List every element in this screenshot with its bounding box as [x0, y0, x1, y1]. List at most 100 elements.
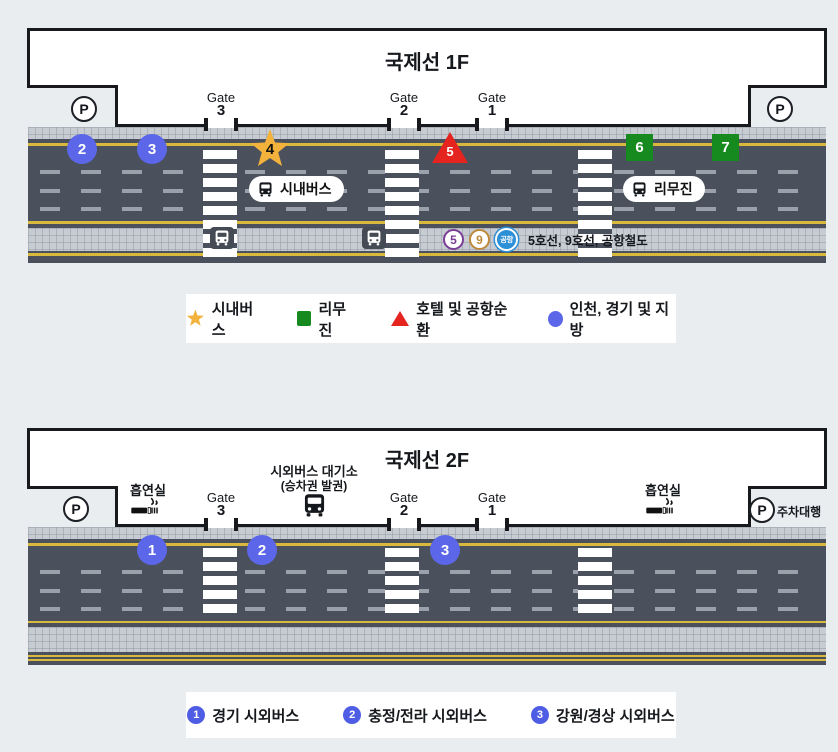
lane-line: [28, 620, 826, 623]
stop-marker-7: 7: [712, 134, 739, 161]
crosswalk: [385, 548, 419, 614]
crosswalk: [385, 150, 419, 259]
lane-dashes: [40, 607, 814, 611]
valet-label: 주차대행: [777, 505, 822, 519]
bus-stop-icon: [210, 227, 234, 249]
city-bus-label: 시내버스: [280, 181, 332, 197]
gate2-opening: [391, 522, 417, 528]
gate1-label: Gate: [477, 90, 507, 105]
legend-item-limousine: 리무진: [297, 298, 357, 340]
subway-line9-badge: 9: [469, 229, 490, 250]
gate-tick: [417, 518, 421, 531]
subway-info: 5 9 공항 5호선, 9호선, 공항철도: [443, 228, 648, 251]
lane-dashes: [40, 170, 814, 174]
bus-icon: [304, 494, 325, 517]
gate2-label: Gate: [389, 490, 419, 505]
legend-item-chungjeong-jeolla: 2 충정/전라 시외버스: [343, 705, 487, 726]
parking-valet-icon: P: [749, 497, 775, 523]
gate-tick: [505, 518, 509, 531]
stop-marker-1: 1: [137, 535, 167, 565]
legend-item-hotel: 호텔 및 공항순환: [391, 298, 513, 340]
subway-line5-badge: 5: [443, 229, 464, 250]
star-icon: [250, 129, 290, 167]
gate-tick: [234, 518, 238, 531]
gate1-number: 1: [487, 502, 497, 519]
gate1-opening: [479, 122, 505, 128]
bus-stop-icon: [362, 227, 386, 249]
parking-icon: P: [767, 96, 793, 122]
number-1-icon: 1: [187, 706, 206, 724]
gate2-number: 2: [399, 102, 409, 119]
subway-lines-label: 5호선, 9호선, 공항철도: [528, 234, 648, 248]
gate-tick: [475, 518, 479, 531]
lane-line: [28, 143, 826, 146]
stop-marker-2: 2: [247, 535, 277, 565]
gate3-opening: [208, 122, 234, 128]
gate3-label: Gate: [206, 90, 236, 105]
floor1-title: 국제선 1F: [384, 52, 470, 74]
intercity-waiting-sublabel: (승차권 발권): [280, 479, 348, 493]
gate1-opening: [479, 522, 505, 528]
green-square-icon: [297, 311, 312, 326]
bus-icon: [259, 181, 272, 196]
limousine-label: 리무진: [654, 181, 693, 197]
gate2-label: Gate: [389, 90, 419, 105]
gate3-number: 3: [216, 502, 226, 519]
gate-tick: [204, 518, 208, 531]
number-3-icon: 3: [530, 706, 549, 724]
stop-marker-5: 5: [432, 132, 468, 163]
star-icon: [186, 309, 204, 326]
gate1-number: 1: [487, 102, 497, 119]
gate3-number: 3: [216, 102, 226, 119]
gate-tick: [204, 118, 208, 131]
bus-icon: [215, 230, 229, 246]
stop-marker-3: 3: [137, 134, 167, 164]
limousine-stop-pill: 리무진: [623, 176, 705, 202]
bus-icon: [367, 230, 381, 246]
sidewalk-2f: [28, 527, 826, 539]
cigarette-icon: [646, 497, 673, 514]
smoking-room-label: 흡연실: [645, 483, 681, 498]
legend-item-city-bus: 시내버스: [186, 298, 263, 340]
floor2-title: 국제선 2F: [384, 450, 470, 472]
gate-tick: [387, 118, 391, 131]
gate2-number: 2: [399, 502, 409, 519]
legend-item-incheon: 인천, 경기 및 지방: [547, 298, 676, 340]
gate-tick: [417, 118, 421, 131]
gate-tick: [505, 118, 509, 131]
lane-line: [28, 543, 826, 546]
number-2-icon: 2: [343, 706, 362, 724]
subway-arex-badge: 공항: [495, 228, 518, 251]
lane-line: [28, 221, 826, 224]
lane-dashes: [40, 589, 814, 593]
triangle-icon: [432, 132, 468, 163]
crosswalk: [203, 548, 237, 614]
legend-2f: 1 경기 시외버스 2 충정/전라 시외버스 3 강원/경상 시외버스: [186, 692, 676, 738]
lane-line: [28, 658, 826, 661]
city-bus-stop-pill: 시내버스: [249, 176, 344, 202]
lane-line: [28, 655, 826, 657]
gate-tick: [387, 518, 391, 531]
legend-item-gyeonggi: 1 경기 시외버스: [187, 705, 299, 726]
gate-tick: [475, 118, 479, 131]
crosswalk: [578, 548, 612, 614]
median-platform-1f: [28, 228, 826, 251]
crosswalk: [578, 150, 612, 259]
stop-marker-4: 4: [248, 129, 292, 170]
blue-circle-icon: [547, 310, 563, 327]
parking-icon: P: [63, 496, 89, 522]
stop-marker-6: 6: [626, 134, 653, 161]
gate3-label: Gate: [206, 490, 236, 505]
bus-icon: [633, 181, 646, 196]
median-strip-2f: [28, 627, 826, 652]
lane-dashes: [40, 207, 814, 211]
cigarette-icon: [131, 497, 158, 514]
lane-dashes: [40, 570, 814, 574]
lane-dashes: [40, 189, 814, 193]
gate3-opening: [208, 522, 234, 528]
stop-marker-2: 2: [67, 134, 97, 164]
legend-item-gangwon-gyeongsang: 3 강원/경상 시외버스: [530, 705, 675, 726]
lane-line: [28, 253, 826, 256]
intercity-waiting-label: 시외버스 대기소: [270, 464, 358, 479]
